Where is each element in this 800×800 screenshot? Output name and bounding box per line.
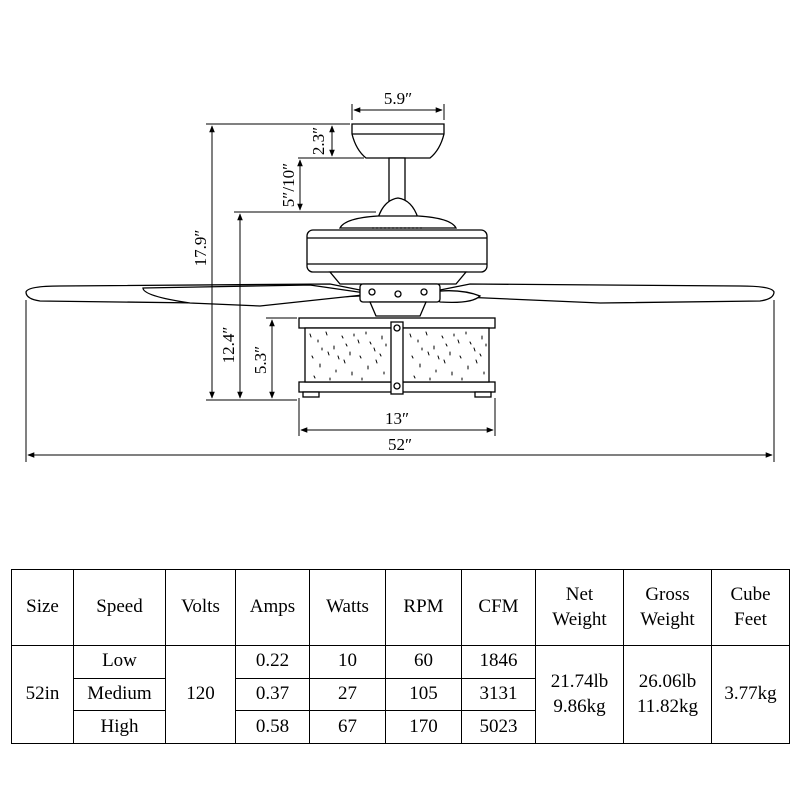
cell-net-weight: 21.74lb 9.86kg: [535, 645, 624, 744]
table-header-row: Size Speed Volts Amps Watts RPM CFM Net …: [11, 569, 790, 646]
table-row: Medium 0.37 27 105 3131: [12, 677, 790, 712]
header-cube-feet-line1: Cube: [730, 583, 771, 605]
fan-drawing: [25, 123, 775, 398]
cell-volts: 120: [165, 645, 236, 744]
motor-housing: [306, 229, 488, 273]
table-row: High 0.58 67 170 5023: [12, 710, 790, 744]
dim-motor-to-bottom: 12.4″: [219, 327, 238, 364]
header-net-weight-line1: Net: [565, 583, 594, 605]
dim-downrod: 5″/10″: [279, 163, 298, 207]
cell-speed: Low: [73, 645, 166, 679]
cell-cfm: 5023: [461, 710, 536, 744]
dim-canopy-width: 5.9″: [384, 89, 412, 108]
cell-amps: 0.22: [235, 645, 310, 679]
motor-cap: [377, 197, 419, 219]
downrod: [388, 157, 406, 205]
header-volts: Volts: [165, 569, 236, 646]
header-net-weight: Net Weight: [535, 569, 624, 646]
cell-watts: 67: [309, 710, 386, 744]
cell-watts: 27: [309, 677, 386, 712]
dimension-lines: [25, 104, 775, 462]
fan-dimension-diagram: 5.9″ 2.3″ 5″/10″ 17.9″ 12.4″ 5.3″ 13″ 52…: [25, 89, 775, 462]
cell-amps: 0.37: [235, 677, 310, 712]
header-gross-weight-line1: Gross: [645, 583, 690, 605]
dimension-labels: 5.9″ 2.3″ 5″/10″ 17.9″ 12.4″ 5.3″ 13″ 52…: [191, 89, 412, 454]
dim-light-kit-height: 5.3″: [251, 346, 270, 374]
header-size: Size: [11, 569, 74, 646]
net-weight-lb: 21.74lb: [550, 670, 609, 692]
header-cube-feet-line2: Feet: [734, 608, 767, 630]
cell-cube-feet: 3.77kg: [711, 645, 790, 744]
header-net-weight-line2: Weight: [552, 608, 607, 630]
cell-cfm: 1846: [461, 645, 536, 679]
header-rpm: RPM: [385, 569, 462, 646]
dim-light-kit-width: 13″: [385, 409, 409, 428]
header-gross-weight: Gross Weight: [623, 569, 712, 646]
cell-size: 52in: [11, 645, 74, 744]
cell-watts: 10: [309, 645, 386, 679]
dim-blade-span: 52″: [388, 435, 412, 454]
cell-rpm: 105: [385, 677, 462, 712]
net-weight-kg: 9.86kg: [553, 695, 606, 717]
cell-gross-weight: 26.06lb 11.82kg: [623, 645, 712, 744]
light-kit: [298, 317, 496, 398]
fan-blade-right: [439, 283, 775, 304]
spec-table: Size Speed Volts Amps Watts RPM CFM Net …: [11, 569, 790, 744]
header-watts: Watts: [309, 569, 386, 646]
cell-speed: High: [73, 710, 166, 744]
gross-weight-kg: 11.82kg: [636, 695, 699, 717]
header-amps: Amps: [235, 569, 310, 646]
seeded-glass-texture: [309, 331, 487, 381]
cell-cfm: 3131: [461, 677, 536, 712]
header-speed: Speed: [73, 569, 166, 646]
dim-canopy-height: 2.3″: [309, 127, 328, 155]
cell-amps: 0.58: [235, 710, 310, 744]
header-gross-weight-line2: Weight: [640, 608, 695, 630]
cell-rpm: 60: [385, 645, 462, 679]
gross-weight-lb: 26.06lb: [638, 670, 697, 692]
dim-overall-height: 17.9″: [191, 230, 210, 267]
header-cube-feet: Cube Feet: [711, 569, 790, 646]
header-cfm: CFM: [461, 569, 536, 646]
cell-speed: Medium: [73, 677, 166, 712]
canopy: [351, 123, 445, 159]
cell-rpm: 170: [385, 710, 462, 744]
table-row: 52in Low 120 0.22 10 60 1846 21.74lb 9.8…: [11, 645, 790, 744]
